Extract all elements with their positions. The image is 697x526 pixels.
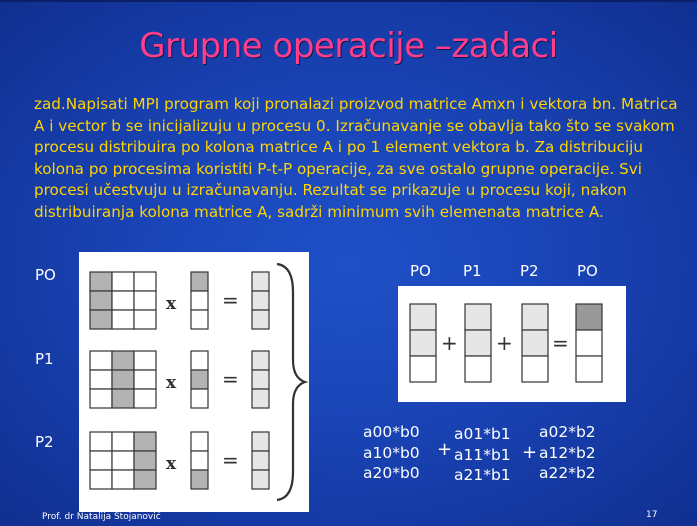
formula-a11-b1: a11*b1 bbox=[454, 445, 511, 464]
partial-vector-p2 bbox=[521, 303, 549, 383]
formula-plus-1: + bbox=[437, 439, 453, 460]
p2-vector-b bbox=[190, 431, 209, 490]
p0-equals-sign: = bbox=[222, 288, 239, 312]
result-vector-p0 bbox=[575, 303, 603, 383]
formula-a22-b2: a22*b2 bbox=[539, 464, 596, 482]
slide-title: Grupne operacije –zadaci bbox=[139, 26, 558, 66]
process-label-p1-sum: P1 bbox=[463, 262, 482, 280]
plus-sign-2: + bbox=[496, 331, 513, 355]
formula-a02-b2: a02*b2 bbox=[539, 423, 596, 441]
formula-a00-b0: a00*b0 bbox=[363, 423, 420, 441]
process-label-p0-left: PO bbox=[35, 266, 56, 284]
partial-vector-p1 bbox=[464, 303, 492, 383]
equals-sign-sum: = bbox=[552, 331, 569, 355]
formula-a12-b2: a12*b2 bbox=[539, 443, 596, 462]
formula-a21-b1: a21*b1 bbox=[454, 466, 511, 484]
p0-multiply-sign: x bbox=[166, 294, 177, 314]
formula-plus-2: + bbox=[522, 442, 538, 463]
task-description: zad.Napisati MPI program koji pronalazi … bbox=[34, 95, 678, 221]
process-label-p2-sum: P2 bbox=[520, 262, 539, 280]
p1-equals-sign: = bbox=[222, 367, 239, 391]
p1-multiplication-row: x = bbox=[89, 350, 270, 409]
vector-sum-diagram: + + = bbox=[398, 286, 626, 402]
process-label-p1-left: P1 bbox=[35, 350, 54, 368]
p2-multiply-sign: x bbox=[166, 454, 177, 474]
right-curly-brace bbox=[276, 262, 309, 502]
top-border-line bbox=[0, 0, 697, 2]
formula-a01-b1: a01*b1 bbox=[454, 425, 511, 443]
p0-result-vector bbox=[251, 271, 270, 330]
p2-matrix bbox=[89, 431, 157, 490]
process-label-p0-sum: PO bbox=[410, 262, 431, 280]
p1-matrix bbox=[89, 350, 157, 409]
formula-a20-b0: a20*b0 bbox=[363, 464, 420, 482]
process-label-p2-left: P2 bbox=[35, 433, 54, 451]
formula-column-2: a02*b2 a12*b2 a22*b2 bbox=[539, 422, 596, 484]
plus-sign-1: + bbox=[441, 331, 458, 355]
p0-vector-b bbox=[190, 271, 209, 330]
page-number: 17 bbox=[646, 510, 658, 520]
partial-vector-p0 bbox=[409, 303, 437, 383]
p0-matrix bbox=[89, 271, 157, 330]
formula-column-1: a01*b1 a11*b1 a21*b1 bbox=[454, 424, 511, 486]
p2-result-vector bbox=[251, 431, 270, 490]
p1-multiply-sign: x bbox=[166, 373, 177, 393]
process-label-p0-result: PO bbox=[577, 262, 598, 280]
formula-column-0: a00*b0 a10*b0 a20*b0 bbox=[363, 422, 420, 484]
p2-equals-sign: = bbox=[222, 448, 239, 472]
p2-multiplication-row: x = bbox=[89, 431, 270, 490]
matrix-vector-svg: x = bbox=[89, 262, 309, 502]
p1-vector-b bbox=[190, 350, 209, 409]
p0-multiplication-row: x = bbox=[89, 271, 270, 330]
footer-author: Prof. dr Natalija Stojanović bbox=[42, 512, 161, 522]
p1-result-vector bbox=[251, 350, 270, 409]
formula-a10-b0: a10*b0 bbox=[363, 443, 420, 462]
vector-sum-svg: + + = bbox=[409, 303, 603, 383]
matrix-vector-diagram: x = bbox=[79, 252, 309, 512]
